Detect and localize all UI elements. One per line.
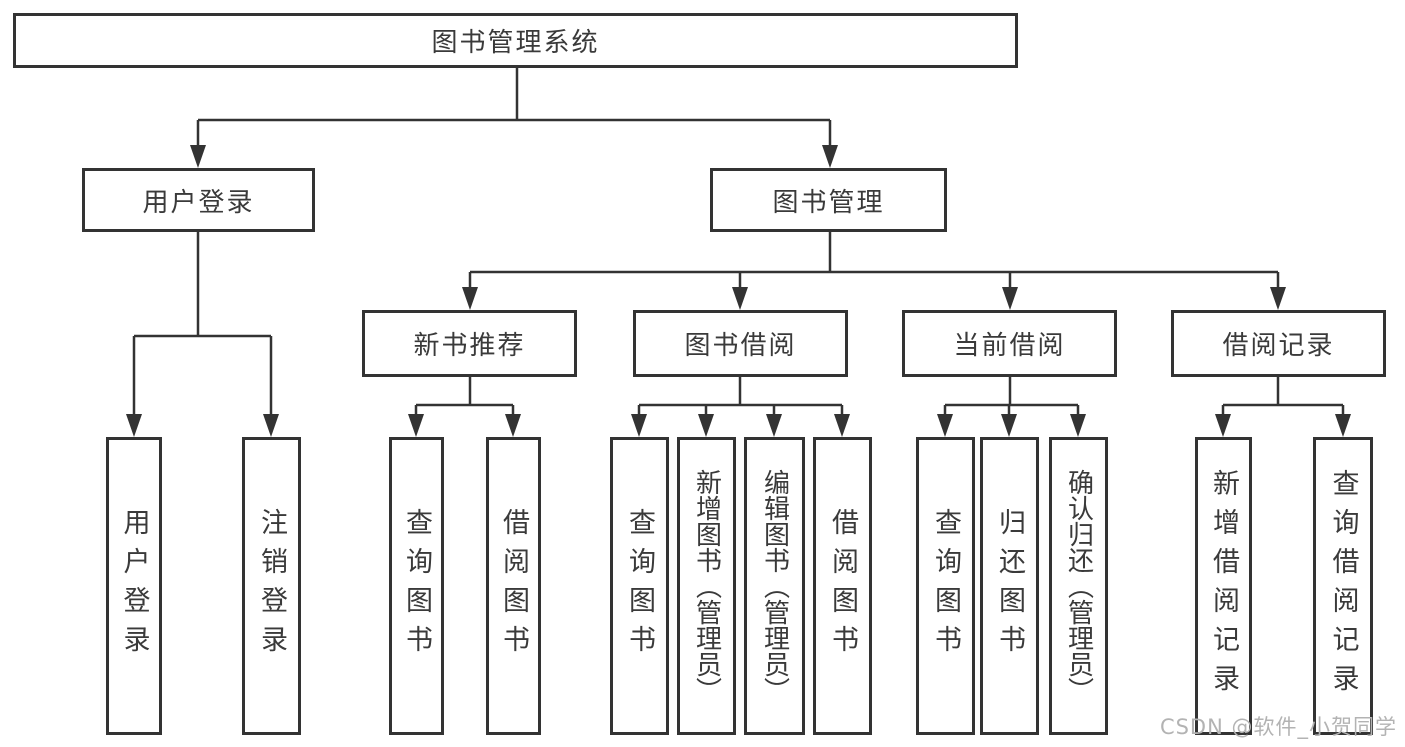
leaf-confirm-return-admin: 确认归还（管理员） (1049, 437, 1108, 735)
leaf-label: 借阅图书 (498, 508, 529, 664)
leaf-add-books-admin: 新增图书（管理员） (677, 437, 736, 735)
leaf-label: 归还图书 (994, 508, 1025, 664)
leaf-query-borrow-record: 查询借阅记录 (1313, 437, 1373, 735)
leaf-user-login: 用户登录 (106, 437, 162, 735)
node-label: 当前借阅 (953, 331, 1066, 361)
node-label: 图书借阅 (684, 331, 797, 361)
leaf-borrow-books: 借阅图书 (813, 437, 872, 735)
leaf-return-books: 归还图书 (980, 437, 1039, 735)
node-user-login: 用户登录 (82, 168, 315, 232)
node-book-borrowing: 图书借阅 (633, 310, 848, 377)
leaf-label: 新增图书（管理员） (691, 469, 722, 703)
leaf-label: 查询图书 (401, 508, 432, 664)
leaf-borrow-books-recommend: 借阅图书 (486, 437, 541, 735)
leaf-label: 新增借阅记录 (1208, 469, 1239, 703)
node-current-borrowing: 当前借阅 (902, 310, 1117, 377)
leaf-edit-books-admin: 编辑图书（管理员） (744, 437, 805, 735)
leaf-label: 注销登录 (256, 508, 287, 664)
leaf-label: 确认归还（管理员） (1063, 469, 1094, 703)
leaf-add-borrow-record: 新增借阅记录 (1195, 437, 1252, 735)
leaf-label: 编辑图书（管理员） (759, 469, 790, 703)
node-borrowing-records: 借阅记录 (1171, 310, 1386, 377)
node-new-book-recommendation: 新书推荐 (362, 310, 577, 377)
node-book-management: 图书管理 (710, 168, 947, 232)
leaf-query-books-recommend: 查询图书 (389, 437, 444, 735)
node-label: 图书管理系统 (431, 28, 600, 58)
leaf-label: 用户登录 (118, 508, 150, 664)
node-label: 用户登录 (142, 187, 255, 218)
node-label: 新书推荐 (413, 331, 526, 361)
node-label: 图书管理 (772, 187, 885, 218)
leaf-logout: 注销登录 (242, 437, 301, 735)
leaf-label: 查询图书 (624, 508, 655, 664)
csdn-watermark: CSDN @软件_小贺同学 (1159, 715, 1397, 739)
leaf-label: 借阅图书 (827, 508, 858, 664)
leaf-label: 查询借阅记录 (1327, 469, 1359, 703)
node-label: 借阅记录 (1222, 331, 1335, 361)
leaf-query-books-current: 查询图书 (916, 437, 975, 735)
leaf-label: 查询图书 (930, 508, 961, 664)
node-library-management-system: 图书管理系统 (13, 13, 1018, 68)
leaf-query-books-borrowing: 查询图书 (610, 437, 669, 735)
